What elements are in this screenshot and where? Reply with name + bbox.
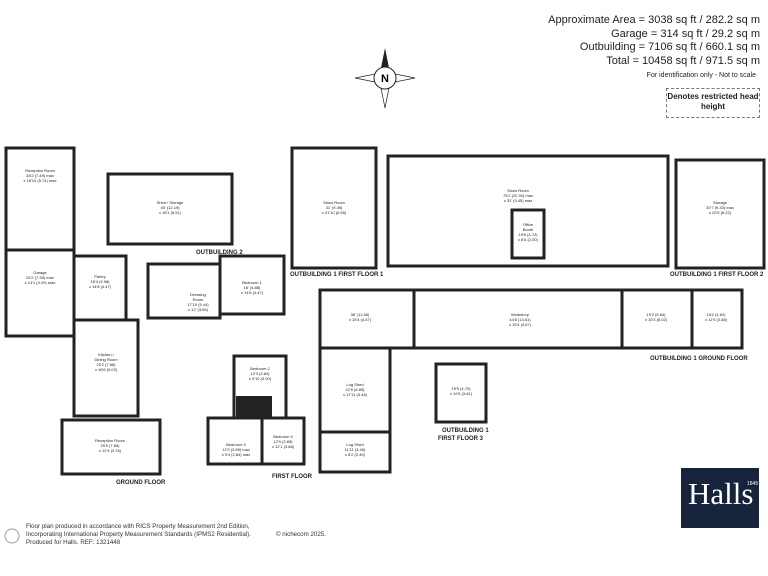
logo-since: 1845 (747, 481, 759, 487)
room-15ft (690, 288, 744, 350)
label-ws-left: 38' (11.58)x 15'4 (4.67) (349, 312, 372, 322)
bedroom-3 (260, 416, 306, 466)
compass-icon: N (354, 48, 416, 109)
section-out1-gf: OUTBUILDING 1 GROUND FLOOR (650, 356, 748, 362)
copyright: © nichecom 2025. (276, 531, 326, 538)
outbuilding-area: Outbuilding = 7106 sq ft / 660.1 sq m (579, 41, 760, 54)
footer-line-3: Produced for Halls. REF: 1321448 (26, 539, 121, 546)
show-room-small (290, 146, 378, 270)
footer-line-2: Incorporating International Property Mea… (26, 531, 251, 538)
section-out1-ff3a: OUTBUILDING 1 (442, 428, 489, 434)
section-first-floor: FIRST FLOOR (272, 474, 313, 480)
garage-room (4, 248, 76, 338)
show-room-large (386, 154, 670, 268)
shed-storage-room (106, 172, 234, 246)
scale-note: For identification only - Not to scale (646, 72, 756, 79)
section-ground-floor: GROUND FLOOR (116, 480, 166, 486)
section-out1-ff1: OUTBUILDING 1 FIRST FLOOR 1 (290, 272, 384, 278)
halls-logo: Halls 1845 (681, 468, 759, 528)
label-r19: 19'2 (5.84)x 10'3 (6.02) (645, 312, 668, 322)
office-booth (510, 208, 546, 260)
footer-line-1: Floor plan produced in accordance with R… (26, 523, 250, 530)
reception-room-1 (4, 146, 76, 252)
section-out1-ff2: OUTBUILDING 1 FIRST FLOOR 2 (670, 272, 764, 278)
stair-void (236, 396, 272, 418)
compass-letter: N (381, 73, 389, 85)
garage-area: Garage = 314 sq ft / 29.2 sq m (611, 27, 760, 40)
bedroom-1 (218, 254, 286, 316)
kitchen-room (72, 318, 140, 418)
reception-room-2 (60, 418, 162, 476)
section-titles: GROUND FLOOR FIRST FLOOR OUTBUILDING 2 O… (116, 250, 764, 486)
dressing-room (146, 262, 222, 320)
total-area: Total = 10458 sq ft / 971.5 sq m (606, 54, 760, 67)
storage-room (674, 158, 766, 270)
footer: Floor plan produced in accordance with R… (26, 523, 251, 547)
logo-name: Halls (688, 476, 754, 511)
section-outbuilding-2: OUTBUILDING 2 (196, 250, 243, 256)
bedroom-4 (206, 416, 264, 466)
log-shed-2 (318, 430, 392, 474)
section-out1-ff3b: FIRST FLOOR 3 (438, 436, 484, 442)
label-r15: 15'2 (4.62)x 11'9 (3.58) (705, 312, 727, 322)
label-ff3: 15'5 (4.70)x 12'6 (3.81) (450, 386, 473, 396)
restricted-head-height-legend: Denotes restricted head height (666, 88, 760, 118)
approx-area: Approximate Area = 3038 sq ft / 282.2 sq… (548, 14, 760, 26)
pdf-icon (4, 528, 20, 544)
first-floor-3-room (434, 362, 488, 424)
area-summary: Approximate Area = 3038 sq ft / 282.2 sq… (548, 14, 760, 68)
